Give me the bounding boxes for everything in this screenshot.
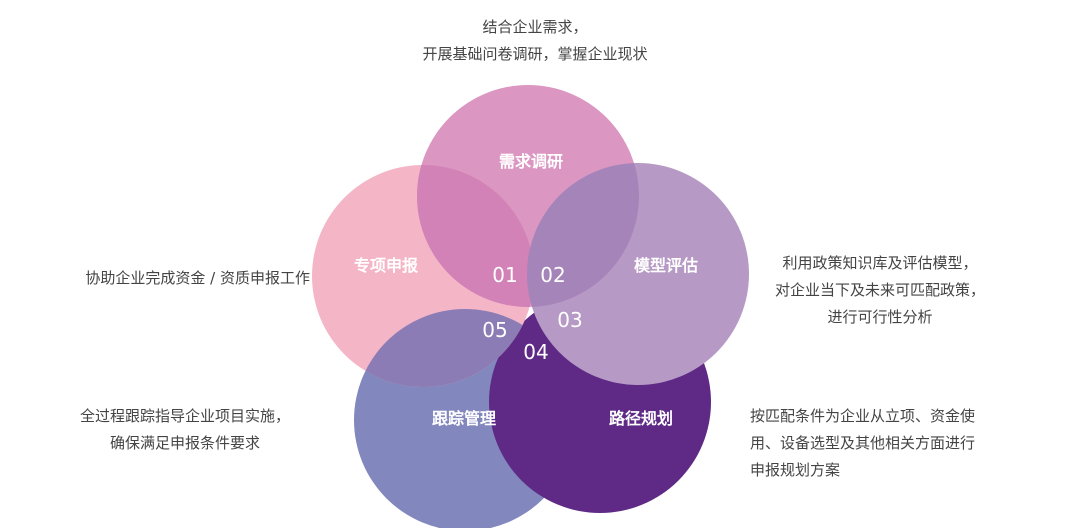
description-line: 进行可行性分析 bbox=[827, 308, 933, 326]
number-02: 02 bbox=[540, 263, 565, 287]
description-line: 用、设备选型及其他相关方面进行 bbox=[750, 434, 976, 452]
description-path-planning: 按匹配条件为企业从立项、资金使 用、设备选型及其他相关方面进行 申报规划方案 bbox=[750, 403, 1020, 484]
description-line: 协助企业完成资金 / 资质申报工作 bbox=[85, 269, 310, 287]
label-model-evaluation: 模型评估 bbox=[634, 256, 698, 275]
description-tracking-management: 全过程跟踪指导企业项目实施， 确保满足申报条件要求 bbox=[60, 403, 310, 457]
description-line: 确保满足申报条件要求 bbox=[109, 434, 260, 452]
description-special-application: 协助企业完成资金 / 资质申报工作 bbox=[40, 265, 310, 292]
number-03: 03 bbox=[557, 308, 582, 332]
description-line: 对企业当下及未来可匹配政策， bbox=[774, 281, 985, 299]
description-line: 按匹配条件为企业从立项、资金使 bbox=[750, 407, 976, 425]
label-tracking-management: 跟踪管理 bbox=[432, 409, 496, 428]
number-04: 04 bbox=[523, 340, 548, 364]
description-line: 结合企业需求， bbox=[482, 18, 588, 36]
label-demand-research: 需求调研 bbox=[499, 152, 563, 171]
label-special-application: 专项申报 bbox=[354, 256, 418, 275]
number-05: 05 bbox=[482, 318, 507, 342]
description-line: 申报规划方案 bbox=[750, 461, 841, 479]
description-line: 开展基础问卷调研，掌握企业现状 bbox=[422, 45, 648, 63]
description-line: 利用政策知识库及评估模型， bbox=[782, 254, 978, 272]
description-line: 全过程跟踪指导企业项目实施， bbox=[79, 407, 290, 425]
number-01: 01 bbox=[492, 263, 517, 287]
description-model-evaluation: 利用政策知识库及评估模型， 对企业当下及未来可匹配政策， 进行可行性分析 bbox=[760, 250, 1000, 331]
description-demand-research: 结合企业需求， 开展基础问卷调研，掌握企业现状 bbox=[390, 14, 680, 68]
label-path-planning: 路径规划 bbox=[609, 409, 673, 428]
